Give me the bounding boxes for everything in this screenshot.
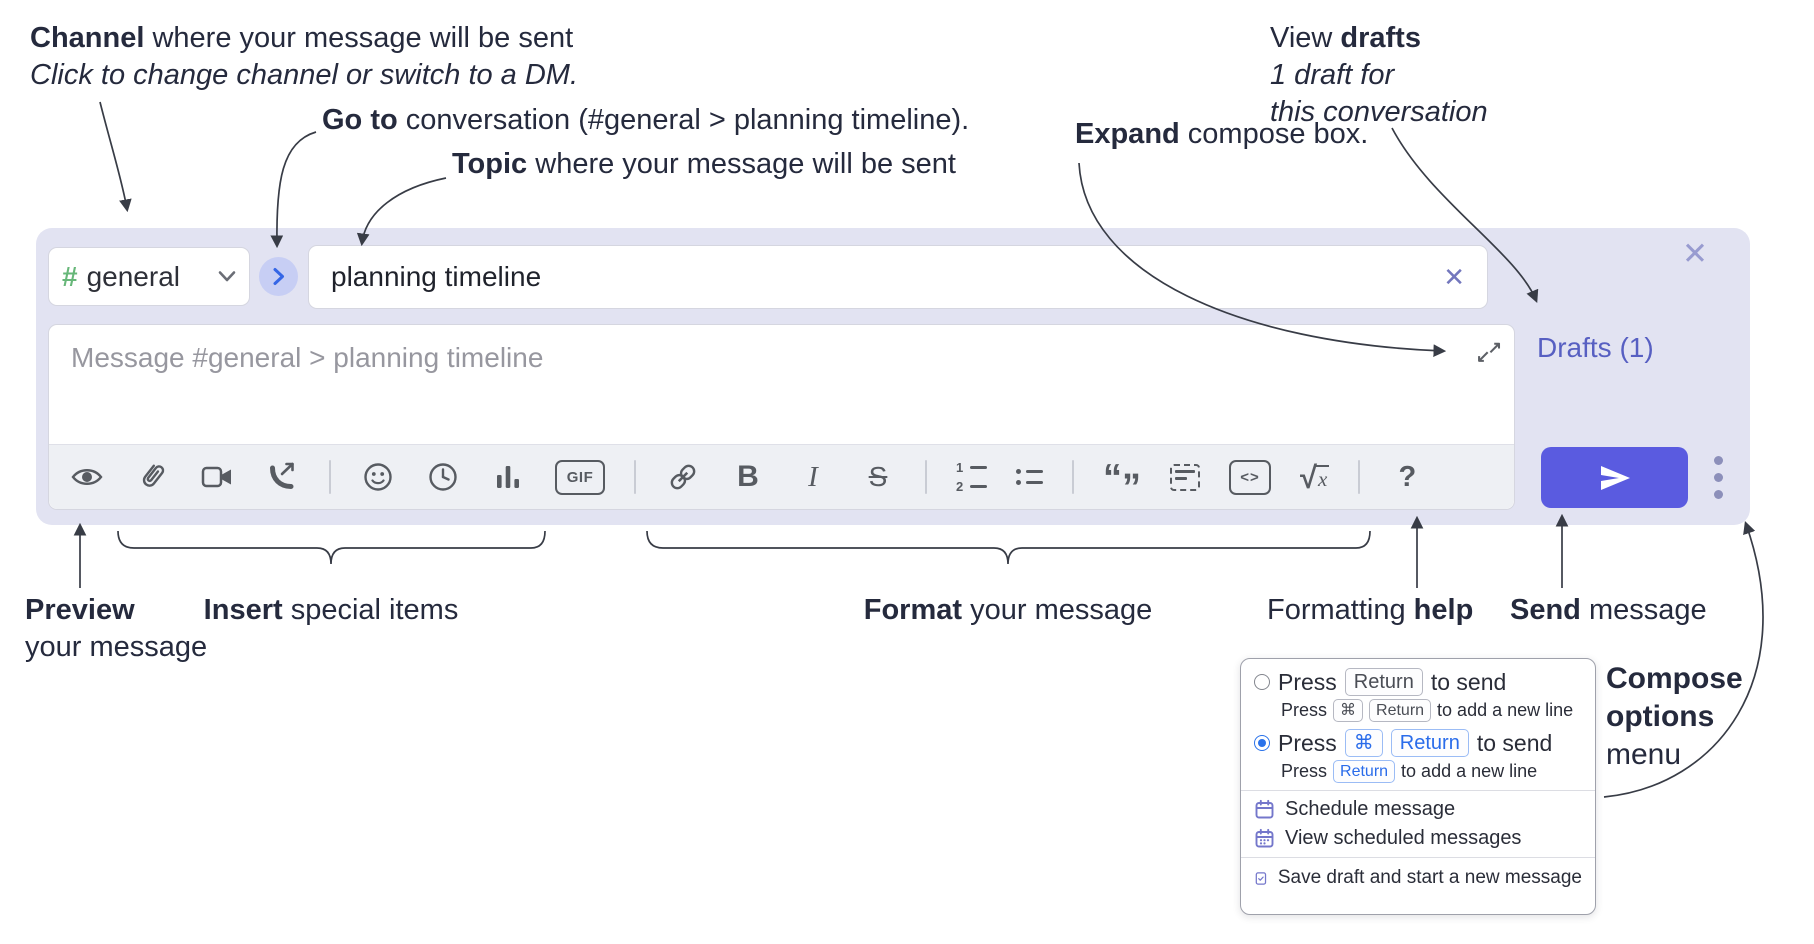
global-time-clock-icon[interactable]	[425, 459, 461, 495]
link-icon[interactable]	[665, 459, 701, 495]
menu-divider	[1241, 857, 1595, 858]
preview-eye-icon[interactable]	[69, 459, 105, 495]
voice-call-icon[interactable]	[264, 459, 300, 495]
radio-unselected-icon[interactable]	[1254, 674, 1270, 690]
key-cmd: ⌘	[1344, 729, 1383, 757]
toolbar-divider	[1358, 460, 1361, 494]
clear-topic-icon[interactable]: ✕	[1443, 262, 1465, 292]
callout-preview: Preview your message	[25, 594, 208, 663]
toolbar-divider	[925, 460, 927, 494]
option-return-to-send[interactable]: Press Return to send	[1254, 668, 1582, 696]
send-plane-icon	[1600, 465, 1630, 490]
save-draft-icon	[1255, 871, 1267, 885]
radio-selected-icon[interactable]	[1254, 735, 1270, 751]
go-to-conversation-button[interactable]	[259, 257, 298, 296]
calendar-icon	[1255, 799, 1274, 819]
callout-send: Send message	[1510, 594, 1707, 626]
send-button[interactable]	[1541, 447, 1688, 508]
chevron-down-icon	[218, 271, 236, 282]
menu-item-view-scheduled[interactable]: View scheduled messages	[1254, 827, 1582, 850]
drafts-link[interactable]: Drafts (1)	[1537, 332, 1654, 363]
callout-expand: Expand compose box.	[1075, 118, 1369, 150]
spoiler-icon[interactable]	[1170, 463, 1200, 491]
quote-icon[interactable]: “ ”	[1103, 457, 1141, 509]
option-return-subtext: Press ⌘ Return to add a new line	[1281, 699, 1574, 722]
key-return: Return	[1333, 760, 1396, 783]
bold-icon[interactable]: B	[737, 460, 759, 493]
option-cmd-return-to-send[interactable]: Press ⌘ Return to send	[1254, 729, 1582, 757]
emoji-icon[interactable]	[360, 459, 396, 495]
numbered-list-icon[interactable]: 1 2	[956, 461, 987, 493]
channel-hash-icon: #	[62, 260, 78, 292]
formatting-help-icon[interactable]: ?	[1398, 460, 1417, 493]
channel-name: general	[86, 260, 180, 292]
code-icon[interactable]: <>	[1229, 459, 1271, 495]
toolbar-divider	[1072, 460, 1074, 494]
callout-compose-options: Compose options menu	[1606, 662, 1743, 771]
channel-selector[interactable]: # general	[48, 247, 250, 306]
brace-insert	[117, 530, 546, 565]
close-compose-icon[interactable]: ✕	[1682, 236, 1708, 271]
compose-options-kebab-icon[interactable]	[1714, 456, 1723, 499]
expand-compose-icon[interactable]: ↗ ↙	[1476, 338, 1502, 366]
video-call-icon[interactable]	[199, 459, 235, 495]
callout-formatting-help: Formatting help	[1267, 594, 1474, 626]
italic-icon[interactable]: I	[808, 460, 818, 493]
gif-icon[interactable]: GIF	[555, 459, 605, 495]
strikethrough-icon[interactable]: S	[868, 461, 888, 492]
compose-options-menu: Press Return to send Press ⌘ Return to a…	[1240, 658, 1596, 915]
key-return: Return	[1369, 699, 1432, 722]
chevron-right-icon	[273, 268, 284, 285]
topic-input[interactable]: planning timeline ✕	[308, 245, 1488, 309]
callout-format: Format your message	[863, 594, 1153, 626]
toolbar-divider	[329, 460, 331, 494]
callout-topic: Topic where your message will be sent	[452, 148, 956, 180]
toolbar-divider	[634, 460, 636, 494]
calendar-scheduled-icon	[1255, 828, 1274, 848]
callout-channel: Channel where your message will be sent …	[30, 22, 579, 91]
menu-item-schedule-message[interactable]: Schedule message	[1254, 798, 1582, 821]
menu-divider	[1241, 790, 1595, 791]
math-icon[interactable]: √ x	[1300, 459, 1330, 495]
callout-insert: Insert special items	[203, 594, 459, 626]
message-placeholder: Message #general > planning timeline	[71, 342, 544, 373]
arrow-channel	[99, 101, 132, 213]
key-return: Return	[1390, 729, 1469, 757]
topic-value: planning timeline	[331, 261, 542, 292]
key-return: Return	[1344, 668, 1423, 696]
poll-chart-icon[interactable]	[490, 459, 526, 495]
compose-toolbar: GIF B I S 1 2 “ ” <> √ x ?	[49, 444, 1514, 509]
callout-goto: Go to conversation (#general > planning …	[322, 104, 970, 136]
callout-view-drafts: View drafts 1 draft for this conversatio…	[1270, 22, 1488, 128]
brace-format	[646, 530, 1371, 565]
menu-item-save-draft[interactable]: Save draft and start a new message	[1254, 867, 1582, 889]
attach-paperclip-icon[interactable]	[134, 459, 170, 495]
option-cmd-return-subtext: Press Return to add a new line	[1281, 760, 1538, 783]
bulleted-list-icon[interactable]	[1016, 469, 1043, 485]
key-cmd: ⌘	[1333, 699, 1364, 722]
